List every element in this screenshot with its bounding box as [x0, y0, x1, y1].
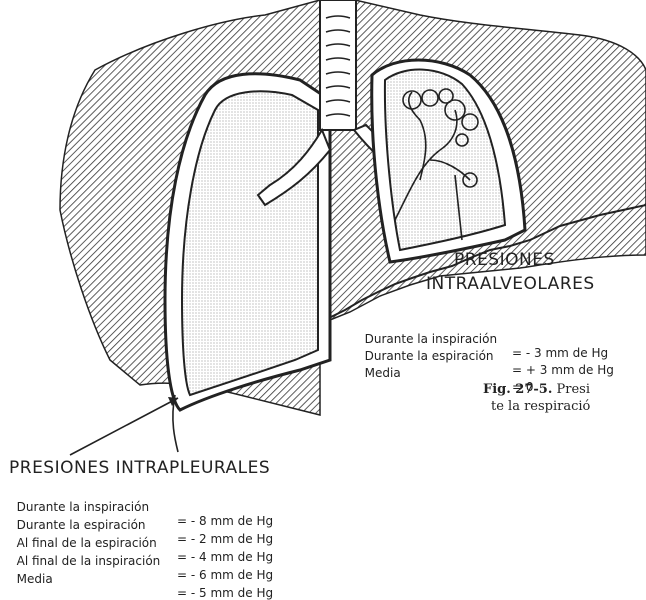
figure-caption-line-2: te la respiració: [491, 399, 590, 414]
alveolar-row-value: = + 3 mm de Hg: [512, 363, 614, 377]
figure-number: Fig. 27-5.: [483, 382, 552, 397]
trachea: [320, 0, 356, 130]
pleural-row: Media = - 5 mm de Hg: [9, 558, 53, 600]
alveolar-row-value: = - 3 mm de Hg: [512, 346, 608, 360]
pleural-title: PRESIONES INTRAPLEURALES: [9, 458, 270, 478]
alveolar-row-label: Media: [365, 366, 401, 380]
pleural-row-value: = - 5 mm de Hg: [177, 586, 273, 600]
caption-text: Presi: [557, 382, 590, 397]
figure-caption-line-1: Fig. 27-5. Presi: [483, 382, 590, 397]
alveolar-row: Media = 0: [357, 352, 401, 394]
pleural-row-value: = - 6 mm de Hg: [177, 568, 273, 582]
pleural-row-value: = - 4 mm de Hg: [177, 550, 273, 564]
pleural-row-value: = - 8 mm de Hg: [177, 514, 273, 528]
pleural-row-value: = - 2 mm de Hg: [177, 532, 273, 546]
alveolar-title-line-1: PRESIONES: [454, 250, 555, 270]
alveolar-title-line-2: INTRAALVEOLARES: [426, 274, 595, 294]
pleural-pointer-arrow: [70, 398, 178, 455]
pleural-row-label: Media: [17, 572, 53, 586]
